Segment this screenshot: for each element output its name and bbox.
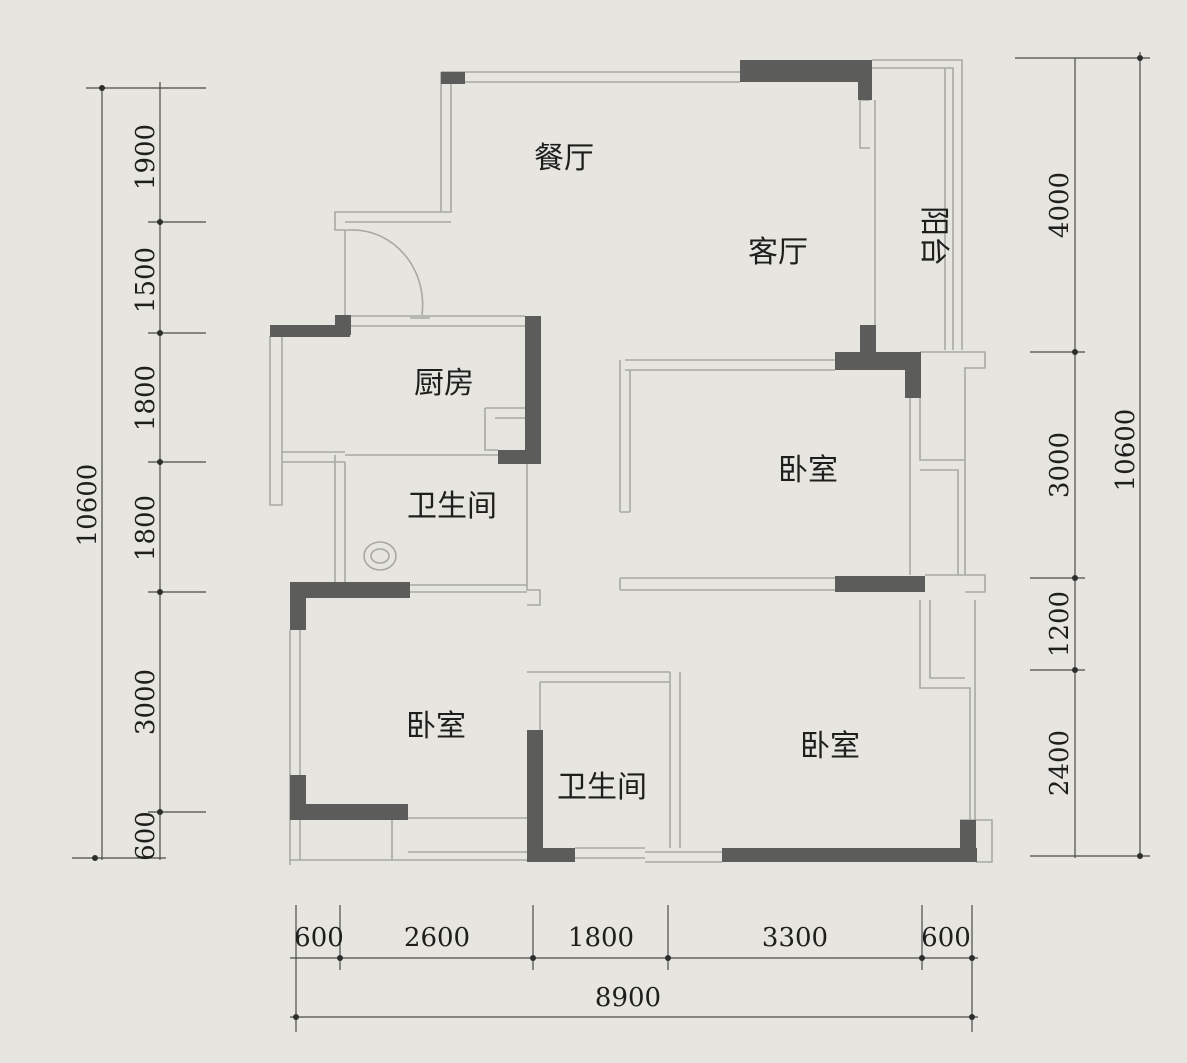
room-label-bedroom-east: 卧室 [778,453,838,488]
room-label-balcony: 阳台 [916,206,951,266]
dim-bottom-seg-2: 2600 [404,923,470,953]
walls-thin [269,59,993,865]
dim-left-seg-2: 1500 [131,247,161,313]
dimension-left: 10600 1900 1500 1800 1800 3000 600 [72,82,206,861]
dim-left-seg-3: 1800 [131,365,161,431]
walls-thick [270,60,977,862]
dim-right-seg-4: 2400 [1045,730,1075,796]
dimension-right: 10600 4000 3000 1200 2400 [1015,52,1150,859]
dim-left-seg-5: 3000 [131,669,161,735]
dim-right-seg-1: 4000 [1045,172,1075,238]
room-label-bedroom-west: 卧室 [406,709,466,744]
dim-bottom-seg-5: 600 [921,923,971,953]
room-label-living: 客厅 [748,235,808,270]
dimension-bottom: 600 2600 1800 3300 600 8900 [290,905,978,1032]
room-label-kitchen: 厨房 [414,366,474,401]
room-label-dining: 餐厅 [534,141,594,176]
dim-left-seg-1: 1900 [131,124,161,190]
dim-left-seg-4: 1800 [131,495,161,561]
room-label-bedroom-south: 卧室 [800,729,860,764]
dim-bottom-seg-4: 3300 [762,923,828,953]
floor-drain-icon [363,541,397,571]
dim-bottom-total: 8900 [595,983,661,1013]
dim-bottom-seg-1: 600 [294,923,344,953]
dim-right-seg-2: 3000 [1045,432,1075,498]
dim-bottom-seg-3: 1800 [568,923,634,953]
room-labels: 餐厅 客厅 阳台 厨房 卫生间 卧室 卧室 卫生间 卧室 [406,141,951,805]
dim-left-seg-6: 600 [131,811,161,861]
dim-left-total: 10600 [73,464,103,547]
dim-right-seg-3: 1200 [1045,591,1075,657]
room-label-bathroom-lower: 卫生间 [557,770,647,805]
dim-right-total: 10600 [1111,409,1141,492]
room-label-bathroom-upper: 卫生间 [407,489,497,524]
